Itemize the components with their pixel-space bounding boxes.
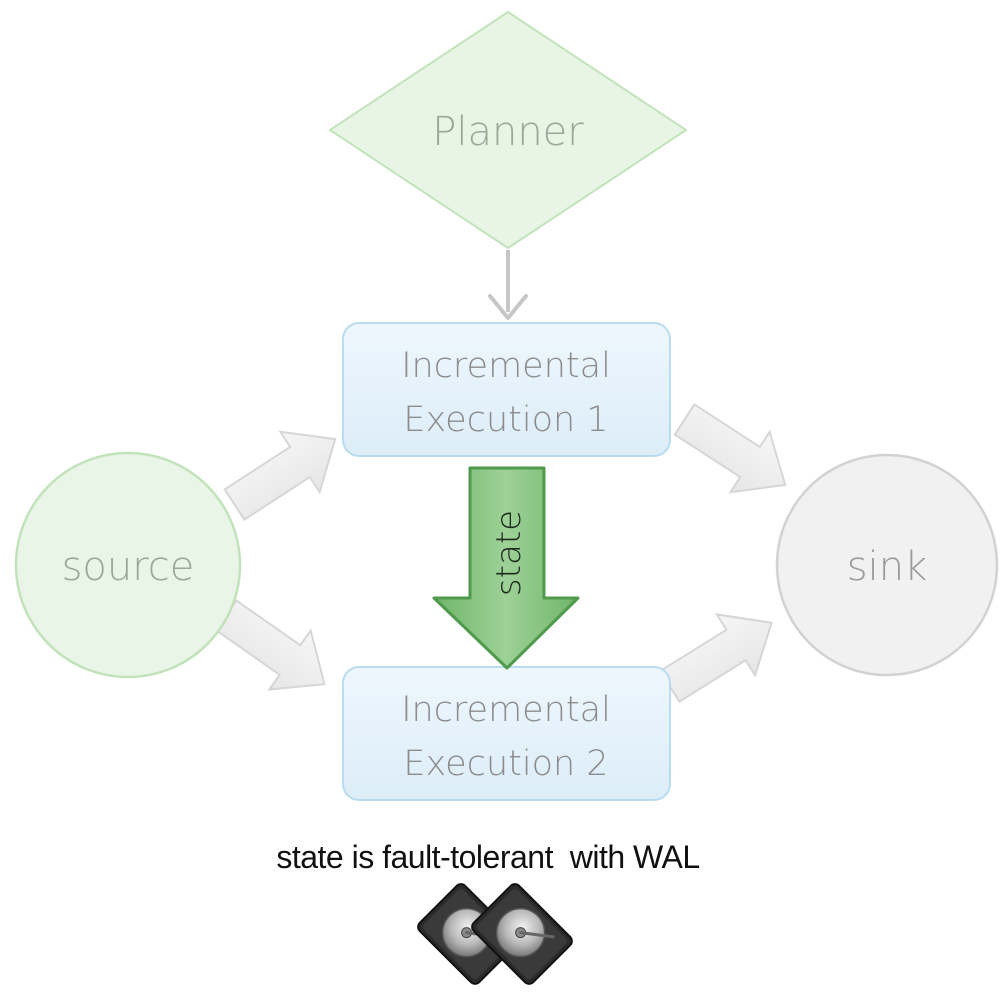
state-label: state bbox=[489, 510, 529, 596]
exec1-to-sink-arrow bbox=[673, 403, 787, 494]
planner-to-exec1-arrow bbox=[488, 250, 528, 320]
source-to-exec1-arrow bbox=[223, 430, 337, 521]
exec2-line1: Incremental bbox=[401, 690, 611, 730]
source-node: source bbox=[14, 451, 242, 679]
exec1-line2: Execution 1 bbox=[403, 400, 608, 440]
incremental-execution-1-node: Incremental Execution 1 bbox=[342, 322, 671, 457]
source-to-exec2-arrow bbox=[214, 599, 326, 691]
exec2-to-sink-arrow bbox=[658, 613, 773, 703]
planner-node: Planner bbox=[328, 10, 688, 250]
exec2-line2: Execution 2 bbox=[403, 744, 608, 784]
hard-drive-icon bbox=[417, 883, 573, 985]
planner-label: Planner bbox=[432, 109, 584, 155]
caption: state is fault-tolerant with WAL bbox=[276, 839, 699, 875]
incremental-execution-2-node: Incremental Execution 2 bbox=[342, 666, 671, 801]
state-arrow: state bbox=[432, 466, 580, 670]
source-label: source bbox=[62, 544, 195, 590]
sink-label: sink bbox=[847, 544, 927, 590]
sink-node: sink bbox=[775, 453, 999, 677]
exec1-line1: Incremental bbox=[401, 346, 611, 386]
